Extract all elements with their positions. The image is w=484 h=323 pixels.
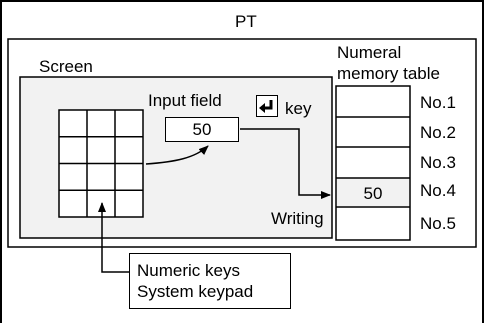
enter-key [256, 95, 278, 117]
memory-table-grid [335, 85, 411, 241]
input-field-label: Input field [148, 91, 222, 110]
enter-return-icon [258, 99, 272, 113]
memory-row-label: No.1 [420, 93, 456, 112]
note-to-keypad-arrow [98, 202, 129, 273]
key-label: key [285, 99, 312, 118]
input-field-value: 50 [192, 120, 212, 139]
keypad-note-box: Numeric keys System keypad [129, 253, 291, 309]
memory-row-label: No.5 [420, 214, 456, 233]
memory-row-label: No.3 [420, 153, 456, 172]
pt-label: PT [235, 12, 257, 31]
input-to-memory-arrow [240, 128, 331, 199]
memory-table-title-line2: memory table [337, 64, 440, 83]
screen-label: Screen [39, 57, 93, 76]
keypad-note-line2: System keypad [137, 282, 254, 301]
memory-row-label: No.2 [420, 123, 456, 142]
pt-boundary [7, 38, 477, 248]
memory-row-value: 50 [363, 184, 383, 203]
memory-row-label: No.4 [420, 181, 456, 200]
keypad-note-line1: Numeric keys [137, 261, 240, 280]
input-field: 50 [165, 117, 239, 142]
numeric-keypad-grid [58, 109, 144, 218]
memory-table-title-line1: Numeral [337, 43, 402, 62]
keypad-to-input-arrow [145, 145, 209, 165]
writing-label: Writing [271, 209, 324, 228]
